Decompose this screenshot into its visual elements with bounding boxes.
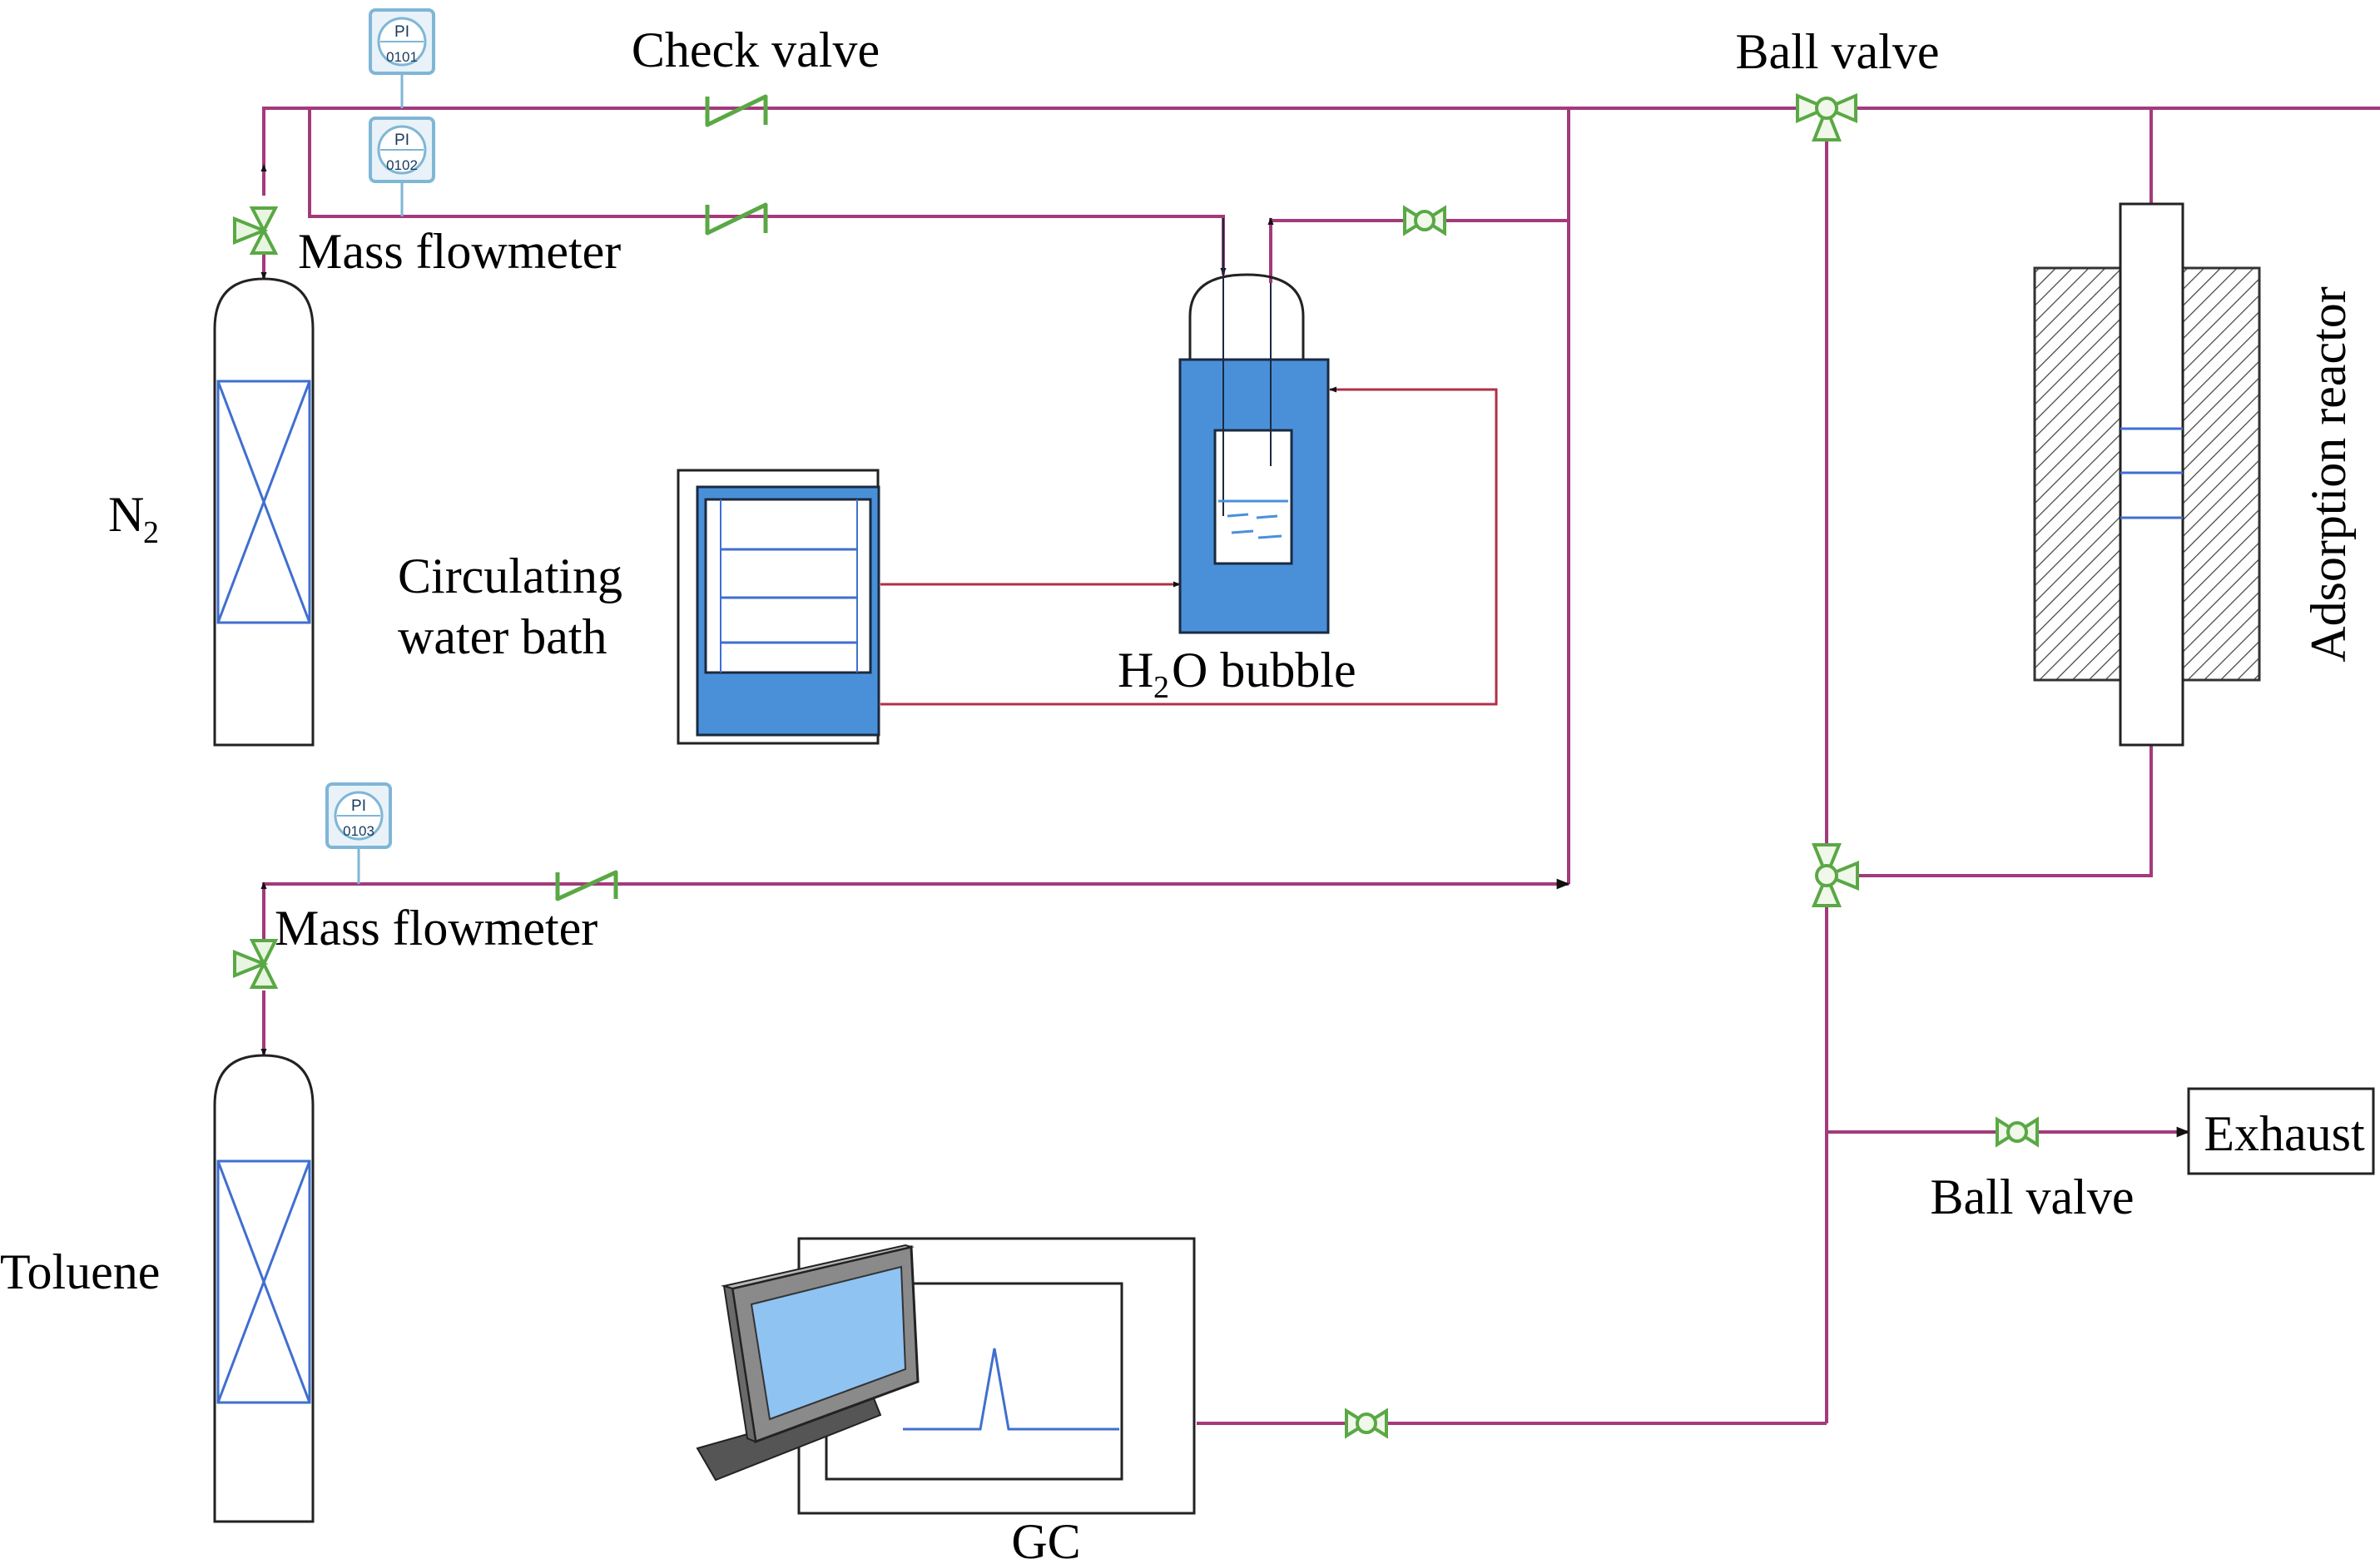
- check-valve-top: [705, 94, 768, 127]
- ball-valve-exhaust: [1996, 1116, 2039, 1148]
- water-lines: [880, 386, 1498, 706]
- label-toluene: Toluene: [0, 1244, 160, 1299]
- ball-valve-bubbler: [1403, 205, 1446, 236]
- gauge-0102-bottom: 0102: [386, 157, 418, 173]
- label-n2: N 2: [108, 487, 159, 550]
- label-exhaust: Exhaust: [2204, 1106, 2365, 1161]
- gc-chromatogram: [903, 1348, 1119, 1431]
- three-way-valve-top: [1796, 92, 1857, 142]
- label-h2o-sub: 2: [1153, 670, 1169, 705]
- label-check-valve: Check valve: [632, 22, 880, 77]
- label-ball-valve-bottom: Ball valve: [1931, 1169, 2135, 1224]
- label-ball-valve-top: Ball valve: [1736, 24, 1940, 79]
- exhaust-box: [2187, 1087, 2375, 1175]
- adsorption-reactor: [2033, 202, 2261, 747]
- n2-line-upper: [262, 107, 722, 218]
- n2-cylinder-body: [213, 277, 315, 747]
- n2-packing: [216, 380, 311, 624]
- computer-monitor-icon: [696, 1244, 920, 1482]
- label-adsorption-reactor: Adsorption reactor: [2301, 286, 2356, 663]
- label-h2o-h: H: [1118, 643, 1153, 698]
- pressure-gauge-0103: PI 0103: [325, 782, 392, 884]
- h2o-bubbler: [1178, 218, 1330, 634]
- check-valve-middle: [705, 202, 768, 236]
- label-mass-flowmeter-top: Mass flowmeter: [298, 224, 621, 279]
- flow-arrows: [260, 164, 1274, 916]
- label-water-bath: water bath: [398, 609, 607, 664]
- label-mass-flowmeter-bottom: Mass flowmeter: [275, 901, 597, 956]
- ball-valve-gc: [1345, 1408, 1388, 1439]
- label-h2o-rest: O bubble: [1172, 643, 1356, 698]
- n2-cylinder: [213, 277, 315, 747]
- pressure-gauge-0102: PI 0102: [369, 117, 435, 216]
- gauge-0101-top: PI: [394, 23, 409, 41]
- water-return-line: [880, 386, 1498, 706]
- label-h2o-bubble: H 2 O bubble: [1118, 643, 1356, 705]
- pressure-gauge-0101: PI 0101: [369, 8, 435, 108]
- label-n2-main: N: [108, 487, 144, 542]
- label-n2-sub: 2: [143, 515, 159, 550]
- toluene-cylinder: [213, 1054, 315, 1523]
- gauge-0103-bottom: 0103: [343, 823, 374, 839]
- label-circulating: Circulating: [398, 549, 622, 603]
- reactor-outlet: [1827, 745, 2153, 877]
- gauge-0103-top: PI: [351, 797, 366, 815]
- bubbler-inlet-line: [722, 215, 1227, 276]
- circulating-water-bath: [677, 469, 880, 745]
- toluene-cylinder-body: [213, 1054, 315, 1523]
- mass-flow-valve-n2: [233, 206, 279, 255]
- gauge-0102-top: PI: [394, 132, 409, 149]
- check-valve-toluene: [555, 870, 618, 901]
- label-gc: GC: [1011, 1514, 1080, 1564]
- three-way-valve-bottom: [1812, 843, 1859, 907]
- mass-flow-valve-toluene: [233, 939, 279, 989]
- toluene-packing: [216, 1159, 311, 1404]
- gauge-0101-bottom: 0101: [386, 49, 418, 65]
